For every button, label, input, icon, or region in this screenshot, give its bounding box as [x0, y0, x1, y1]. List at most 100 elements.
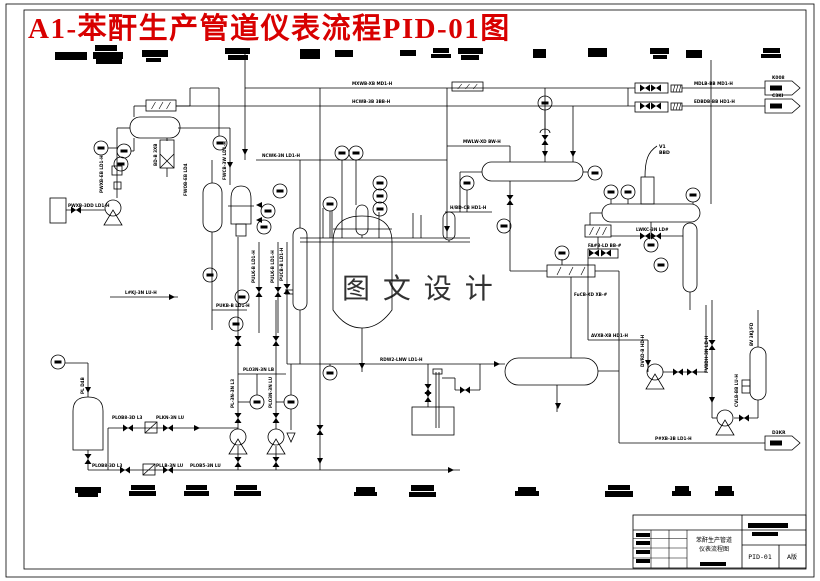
- drain-funnel: [286, 432, 296, 443]
- valve-icon: [84, 454, 92, 464]
- pumps: [103, 199, 735, 455]
- feed-box: [49, 197, 67, 224]
- valve-icon: [640, 102, 650, 110]
- pipe-line-label: PLOB8-3D L3: [92, 463, 123, 468]
- filter-vessel: [159, 139, 175, 169]
- instrument-tag-blob: [624, 190, 632, 194]
- redacted-equipment-tag: [653, 55, 667, 59]
- instrument-bubble: [620, 184, 636, 200]
- pipe-line-label: PLLB-3N LU: [156, 463, 184, 468]
- redacted-equipment-tag: [461, 55, 479, 60]
- flow-arrow: [570, 151, 576, 157]
- pipe-line-label: PLKN-3N LU: [156, 415, 185, 420]
- pipe-line-label: PLOB8-3D L3: [112, 415, 143, 420]
- instrument-tag-blob: [376, 181, 384, 185]
- bell-vessel-neck: [235, 223, 247, 237]
- redacted-equipment-tag: [234, 491, 261, 496]
- flow-arrow: [448, 467, 454, 473]
- reactor-vessel: [332, 215, 393, 329]
- instrument-bubble: [272, 183, 288, 199]
- instrument-tag-blob: [216, 141, 224, 145]
- valve-icon: [120, 466, 130, 474]
- pipe-line-label: PWXB-EB LD1-H: [99, 155, 104, 193]
- title-block-redactions: [636, 523, 788, 566]
- flow-arrow: [444, 226, 450, 232]
- pipe-line-label: DVRD-B HD-H: [640, 334, 645, 367]
- pump-icon: [716, 409, 734, 427]
- hx-hatch: [595, 226, 601, 236]
- pipe-segment: [144, 421, 158, 434]
- pipe-line-label: MDLB-BB MD1-H: [694, 81, 733, 86]
- hx-hatch: [166, 101, 171, 110]
- title-block-frame: [632, 514, 807, 569]
- pipe-line-label: FWCB-3W LD1-H: [222, 141, 227, 180]
- hatch: [675, 84, 679, 93]
- instrument-tag-blob: [206, 273, 214, 277]
- instrument-bubble: [348, 145, 364, 161]
- pipe-line-label: FWOB-EB LD4: [183, 163, 188, 196]
- instrument-tag-blob: [376, 194, 384, 198]
- redacted-equipment-tag: [236, 485, 257, 490]
- instrument-tag-blob: [117, 162, 125, 166]
- side-pot: [741, 379, 751, 394]
- hx-hatch: [568, 266, 574, 276]
- valve-icon: [640, 232, 650, 240]
- flow-arrow: [242, 149, 248, 155]
- instrument-bubble: [685, 187, 701, 203]
- redacted-equipment-tag: [184, 491, 209, 496]
- redacted-equipment-tag: [763, 48, 780, 53]
- pipe-segment: [159, 153, 175, 169]
- heat-exchanger: [584, 224, 612, 238]
- instrument-bubbles: [50, 95, 701, 410]
- hx-hatch: [580, 266, 586, 276]
- strainer-1: [142, 463, 156, 476]
- hatch: [672, 84, 676, 93]
- pipe-line-label: CVLB-BB LU-H: [734, 374, 739, 407]
- offpage-flag-top2: [764, 98, 801, 114]
- pipe-line-label: MWLW-XD BW-H: [463, 139, 501, 144]
- control-valve-station: [587, 248, 619, 259]
- pump-base: [103, 209, 123, 226]
- redacted-equipment-tag: [411, 485, 434, 491]
- instrument-bubble: [256, 219, 272, 235]
- instrument-tag-blob: [558, 251, 566, 255]
- instrument-tag-blob: [97, 146, 105, 150]
- inline-fitting-2: [113, 181, 122, 190]
- flow-arrow: [555, 403, 561, 409]
- redacted-equipment-tag: [515, 491, 539, 496]
- instrument-tag-blob: [689, 193, 697, 197]
- redacted-equipment-tag: [608, 485, 630, 490]
- dip-tube-cap: [432, 368, 443, 375]
- redacted-equipment-tag: [458, 48, 483, 54]
- flow-arrow: [256, 217, 262, 223]
- instrument-bubble: [643, 237, 659, 253]
- pipe-line-label: EDBDB-BB HD1-H: [694, 99, 735, 104]
- drawing-title: A1-苯酐生产管道仪表流程PID-01图: [28, 11, 511, 45]
- instrument-tag-blob: [657, 263, 665, 267]
- instrument-bubble: [228, 316, 244, 332]
- offpage-flag-bottom-label: D3KR: [772, 430, 786, 436]
- vent-tag: V1: [659, 144, 666, 150]
- instrument-tag-blob: [232, 322, 240, 326]
- inner-frame: [23, 9, 807, 570]
- instrument-tag-blob: [352, 151, 360, 155]
- redacted-equipment-tag: [55, 52, 87, 60]
- valve-icon: [316, 425, 324, 435]
- redacted-equipment-tag: [146, 58, 161, 62]
- redacted-equipment-tag: [518, 487, 536, 491]
- instrument-tag-blob: [276, 189, 284, 193]
- pump-icon: [229, 428, 247, 446]
- valve-icon: [274, 287, 282, 297]
- valve-icon: [163, 466, 173, 474]
- instrument-bubble: [260, 203, 276, 219]
- valve-icon: [234, 336, 242, 346]
- inline-element: [670, 84, 683, 93]
- outer-frame: [5, 3, 815, 578]
- instrument-tag-blob: [541, 101, 549, 105]
- title-block-redacted-text: [636, 533, 650, 537]
- valve-icon: [640, 84, 650, 92]
- instrument-bubble: [372, 201, 388, 217]
- watermark: 图 文 设 计: [342, 272, 495, 305]
- instrument-tag-blob: [591, 171, 599, 175]
